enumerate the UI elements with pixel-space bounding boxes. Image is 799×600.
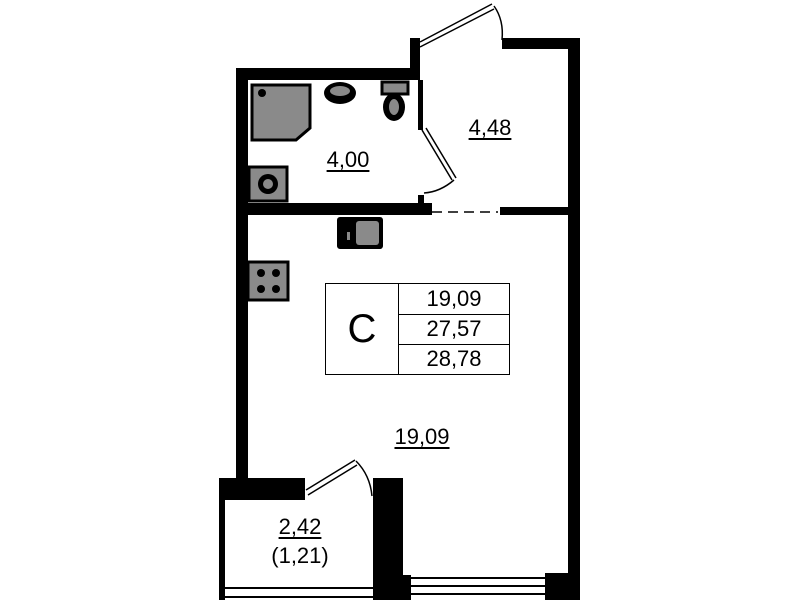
wall-right [568,38,580,600]
wall-window-right-block [545,573,580,600]
wall-balcony-top-left [220,478,305,500]
room-area-balcony-reduced: (1,21) [271,543,329,568]
summary-box: C 19,09 27,57 28,78 [325,283,510,375]
unit-type-label: C [326,284,399,374]
entry-door [419,3,504,48]
window [411,577,545,595]
room-area-balcony: 2,42 [278,514,322,539]
bathroom-sink-icon [324,82,356,104]
balcony-glazing [225,587,373,598]
room-area-hallway: 4,48 [468,115,512,140]
room-area-living: 19,09 [394,424,450,449]
living-area-value: 19,09 [399,284,509,315]
shower-tray-icon [250,83,312,142]
wall-hall-left-upper [410,38,420,80]
wall-window-left-block [403,575,411,600]
bathroom-door [421,127,457,194]
kitchen-sink-icon [337,217,383,249]
total-area-value: 27,57 [399,314,509,345]
stove-icon [246,260,290,302]
balcony-door [305,459,373,497]
wall-balcony-right [373,478,403,600]
washing-machine-icon [247,165,289,203]
wall-left [236,68,248,480]
wall-middle-right [500,207,580,215]
room-area-bathroom: 4,00 [326,147,370,172]
wall-balcony-left [219,478,225,600]
wall-bathroom-top [236,68,420,80]
wall-middle-left [236,203,432,215]
wall-partition-upper [418,80,423,130]
wall-hall-top [502,38,580,49]
total-area-with-balcony-value: 28,78 [426,346,482,371]
toilet-icon [380,80,410,121]
